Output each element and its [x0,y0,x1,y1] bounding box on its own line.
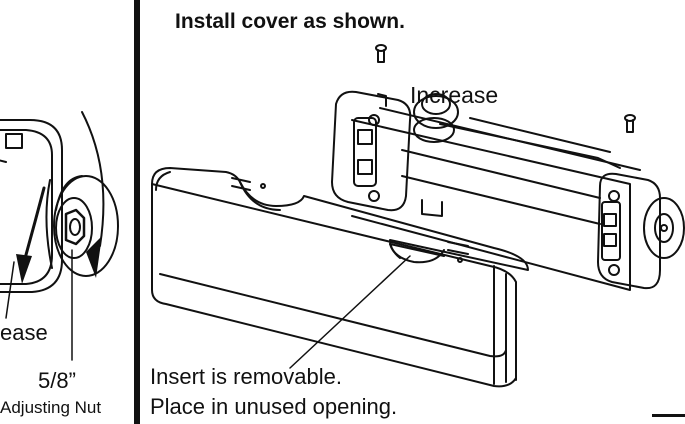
adjusting-nut-label: Adjusting Nut [0,398,102,417]
closer-right-end [597,172,685,290]
placement-note: Place in unused opening. [150,394,398,419]
closer-end-body [0,119,63,293]
adjusting-nut [45,175,119,277]
closer-left-end [331,90,412,212]
closer-cover [151,167,529,388]
closer-body [351,107,641,291]
increase-arrow [81,111,105,278]
cover-screw-right [624,114,636,133]
panel-divider [134,0,140,424]
increase-label: Increase [410,82,499,108]
insert-note: Insert is removable. [150,364,342,389]
nut-size-label: 5/8” [38,368,76,393]
cover-screw-left [375,44,387,63]
pinion-assembly [413,93,459,217]
insert-leader-line [289,255,411,369]
page-corner-mark [652,414,685,417]
decrease-arrow [5,186,46,319]
instruction-heading: Install cover as shown. [175,10,405,33]
decrease-label: ease [0,320,48,345]
